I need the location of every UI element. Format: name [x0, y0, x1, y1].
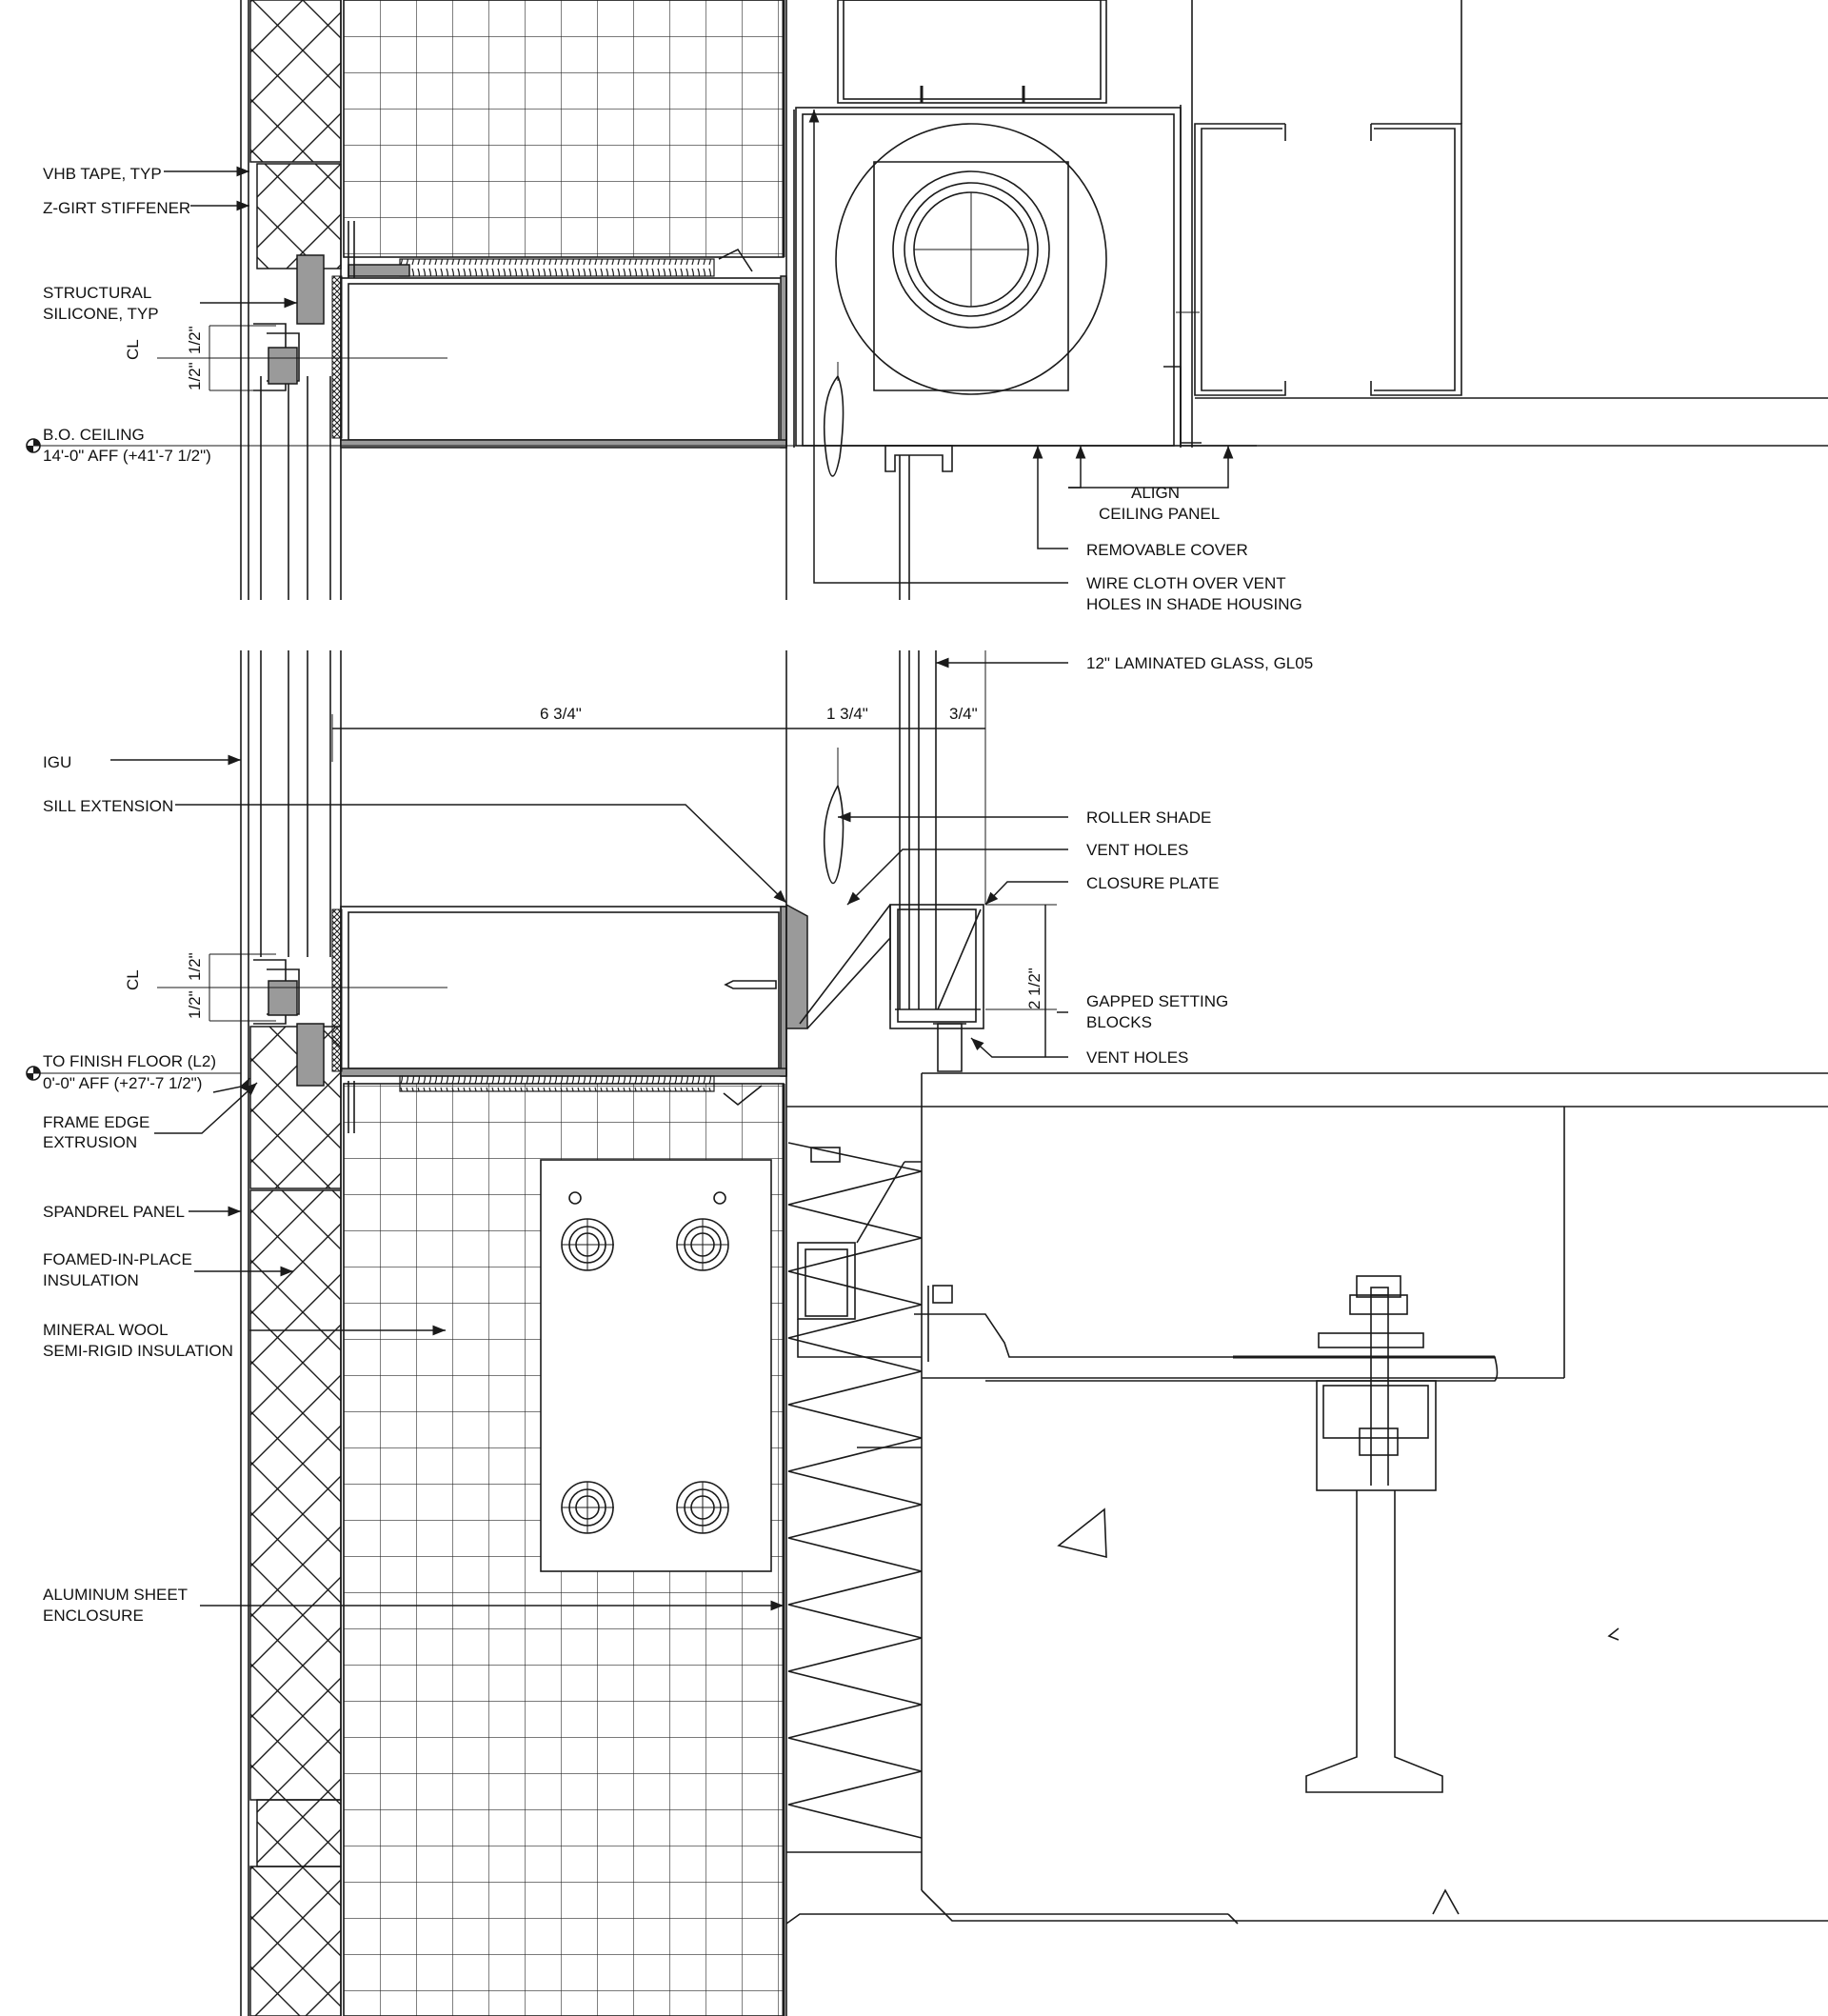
note-align-2: CEILING PANEL — [1099, 505, 1220, 523]
level-marker-triangle — [1057, 1507, 1107, 1559]
aluminum-sheet-enclosure-upper — [343, 0, 785, 258]
note-vent-holes-lower: VENT HOLES — [1086, 1048, 1188, 1067]
dim-6-3-4: 6 3/4" — [540, 705, 582, 723]
note-sill-extension: SILL EXTENSION — [43, 797, 173, 815]
note-closure-plate: CLOSURE PLATE — [1086, 874, 1220, 892]
dim-1-3-4: 1 3/4" — [826, 705, 868, 723]
centerline-symbol-lower: CL — [124, 969, 142, 990]
note-leaders — [110, 110, 1234, 1611]
slope-mark — [1607, 1627, 1619, 1641]
note-frame-edge-2: EXTRUSION — [43, 1133, 137, 1151]
anchor-bolt-group — [561, 1191, 729, 1534]
elevation-marker-ceiling — [26, 438, 41, 453]
section-marker-triangle — [1432, 1888, 1460, 1915]
frame-jamb-lines — [785, 0, 795, 2016]
slab-anchor-bracket — [797, 1161, 1499, 1793]
centerline-symbol-upper: CL — [124, 339, 142, 360]
note-igu: IGU — [43, 753, 71, 771]
note-finish-floor: TO FINISH FLOOR (L2) — [43, 1052, 216, 1070]
note-wire-cloth: WIRE CLOTH OVER VENT — [1086, 574, 1286, 592]
note-aluminum-sheet-2: ENCLOSURE — [43, 1607, 144, 1625]
spandrel-insulation-band — [240, 0, 342, 2016]
sill-mullion — [253, 903, 891, 1133]
dim-half-inch-4: 1/2" — [186, 990, 204, 1019]
note-structural-silicone-2: SILICONE, TYP — [43, 305, 159, 323]
note-foamed-insulation-2: INSULATION — [43, 1271, 139, 1289]
ceiling-framing — [1176, 0, 1828, 447]
note-aluminum-sheet: ALUMINUM SHEET — [43, 1586, 188, 1604]
dim-half-inch-1: 1/2" — [186, 326, 204, 354]
notes-left: VHB TAPE, TYP Z-GIRT STIFFENER STRUCTURA… — [43, 165, 233, 1625]
note-bo-ceiling-elev: 14'-0" AFF (+41'-7 1/2") — [43, 447, 211, 465]
note-removable-cover: REMOVABLE COVER — [1086, 541, 1248, 559]
dim-3-4: 3/4" — [949, 705, 978, 723]
note-mineral-wool: MINERAL WOOL — [43, 1321, 169, 1339]
dim-half-inch-3: 1/2" — [186, 952, 204, 981]
note-frame-edge: FRAME EDGE — [43, 1113, 149, 1131]
note-vent-holes-upper: VENT HOLES — [1086, 841, 1188, 859]
note-finish-floor-elev: 0'-0" AFF (+27'-7 1/2") — [43, 1074, 202, 1092]
note-laminated-glass: 12" LAMINATED GLASS, GL05 — [1086, 654, 1313, 672]
note-roller-shade: ROLLER SHADE — [1086, 808, 1211, 827]
dimension-lines — [33, 325, 1828, 1074]
note-align: ALIGN — [1131, 484, 1180, 502]
igu-glass — [260, 376, 331, 957]
dimension-text: 6 3/4" 1 3/4" 3/4" 2 1/2" 1/2" 1/2" 1/2"… — [124, 326, 1043, 1019]
note-mineral-wool-2: SEMI-RIGID INSULATION — [43, 1342, 233, 1360]
note-structural-silicone: STRUCTURAL — [43, 284, 151, 302]
notes-right: ALIGN CEILING PANEL REMOVABLE COVER WIRE… — [1086, 484, 1313, 1067]
note-spandrel-panel: SPANDREL PANEL — [43, 1203, 185, 1221]
aluminum-sheet-enclosure-lower — [343, 1083, 785, 2016]
note-gapped-setting-blocks-2: BLOCKS — [1086, 1013, 1152, 1031]
note-gapped-setting-blocks: GAPPED SETTING — [1086, 992, 1228, 1010]
note-wire-cloth-2: HOLES IN SHADE HOUSING — [1086, 595, 1302, 613]
note-vhb-tape: VHB TAPE, TYP — [43, 165, 162, 183]
note-foamed-insulation: FOAMED-IN-PLACE — [43, 1250, 192, 1268]
note-z-girt-stiffener: Z-GIRT STIFFENER — [43, 199, 190, 217]
dim-2-1-2: 2 1/2" — [1025, 968, 1043, 1009]
note-bo-ceiling: B.O. CEILING — [43, 426, 145, 444]
dim-half-inch-2: 1/2" — [186, 362, 204, 390]
elevation-marker-floor — [26, 1066, 41, 1081]
floor-slab — [785, 1072, 1828, 1925]
